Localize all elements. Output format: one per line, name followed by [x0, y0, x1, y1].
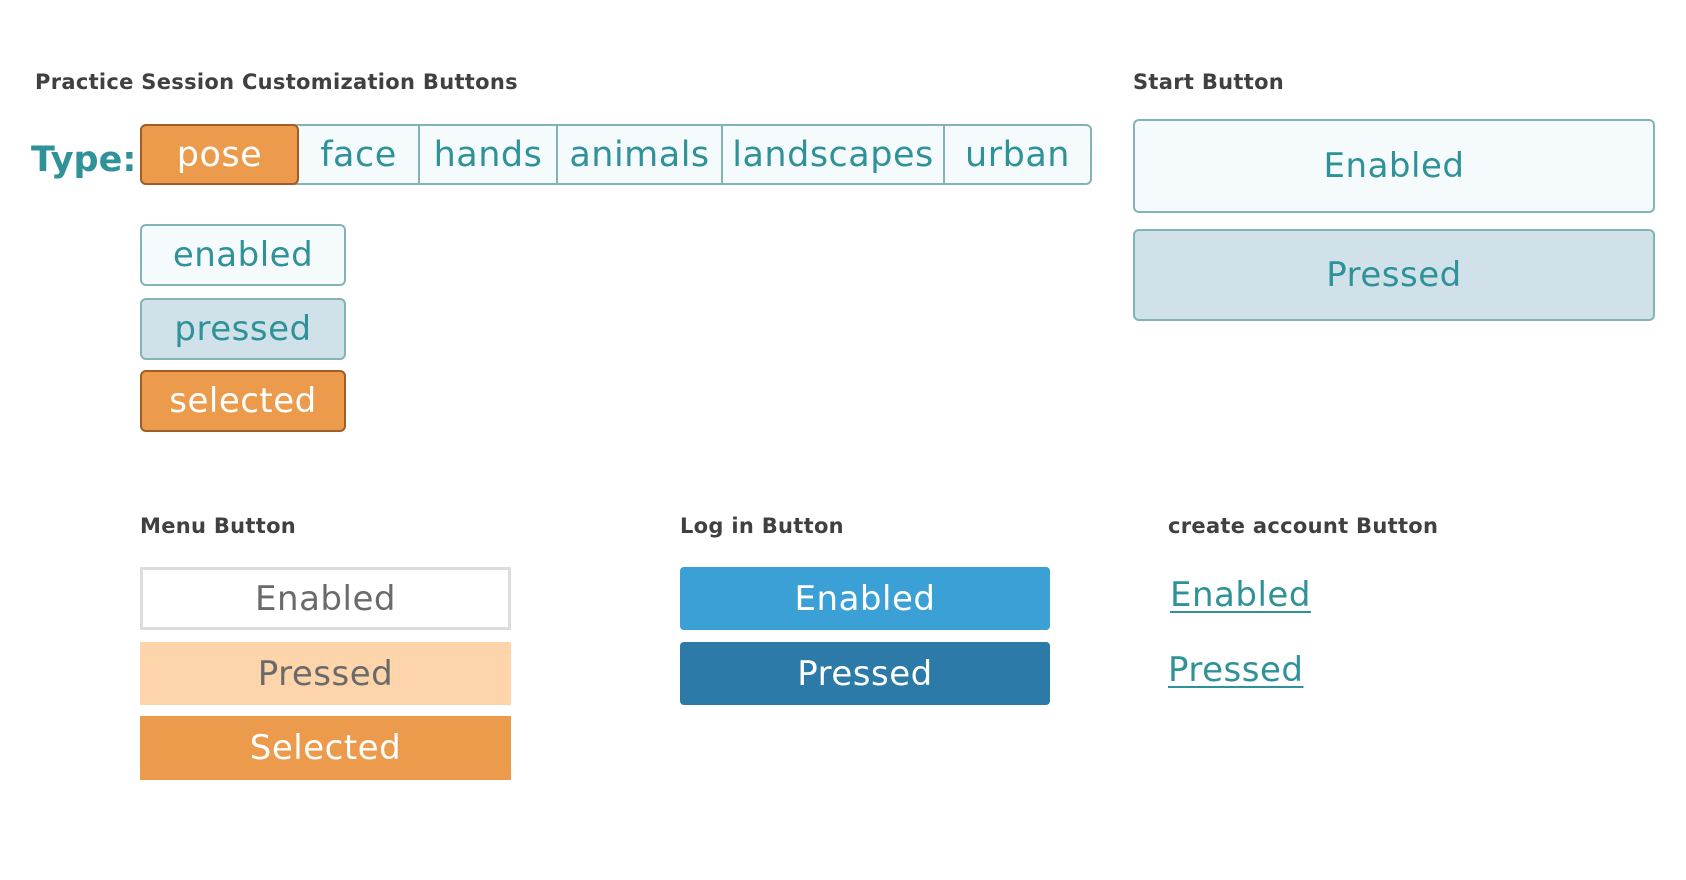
menu-heading: Menu Button	[140, 514, 297, 538]
start-pressed-button[interactable]: Pressed	[1133, 229, 1655, 321]
login-heading: Log in Button	[680, 514, 844, 538]
type-option-animals[interactable]: animals	[558, 126, 723, 183]
menu-enabled-button[interactable]: Enabled	[140, 567, 511, 630]
practice-selected-button[interactable]: selected	[140, 370, 346, 432]
menu-selected-button[interactable]: Selected	[140, 716, 511, 780]
type-label: Type:	[31, 140, 137, 180]
practice-enabled-button[interactable]: enabled	[140, 224, 346, 286]
create-account-pressed-link[interactable]: Pressed	[1168, 650, 1304, 690]
login-enabled-button[interactable]: Enabled	[680, 567, 1050, 630]
menu-pressed-button[interactable]: Pressed	[140, 642, 511, 705]
start-enabled-button[interactable]: Enabled	[1133, 119, 1655, 213]
type-segmented-control: pose face hands animals landscapes urban	[140, 124, 1092, 185]
type-option-face[interactable]: face	[299, 126, 420, 183]
create-account-heading: create account Button	[1168, 514, 1439, 538]
start-heading: Start Button	[1133, 70, 1285, 94]
practice-heading: Practice Session Customization Buttons	[35, 70, 518, 94]
type-option-hands[interactable]: hands	[420, 126, 558, 183]
create-account-enabled-link[interactable]: Enabled	[1170, 575, 1311, 615]
type-option-urban[interactable]: urban	[965, 134, 1070, 175]
type-option-landscapes[interactable]: landscapes	[723, 126, 945, 183]
login-pressed-button[interactable]: Pressed	[680, 642, 1050, 705]
type-option-pose[interactable]: pose	[140, 124, 299, 185]
practice-pressed-button[interactable]: pressed	[140, 298, 346, 360]
